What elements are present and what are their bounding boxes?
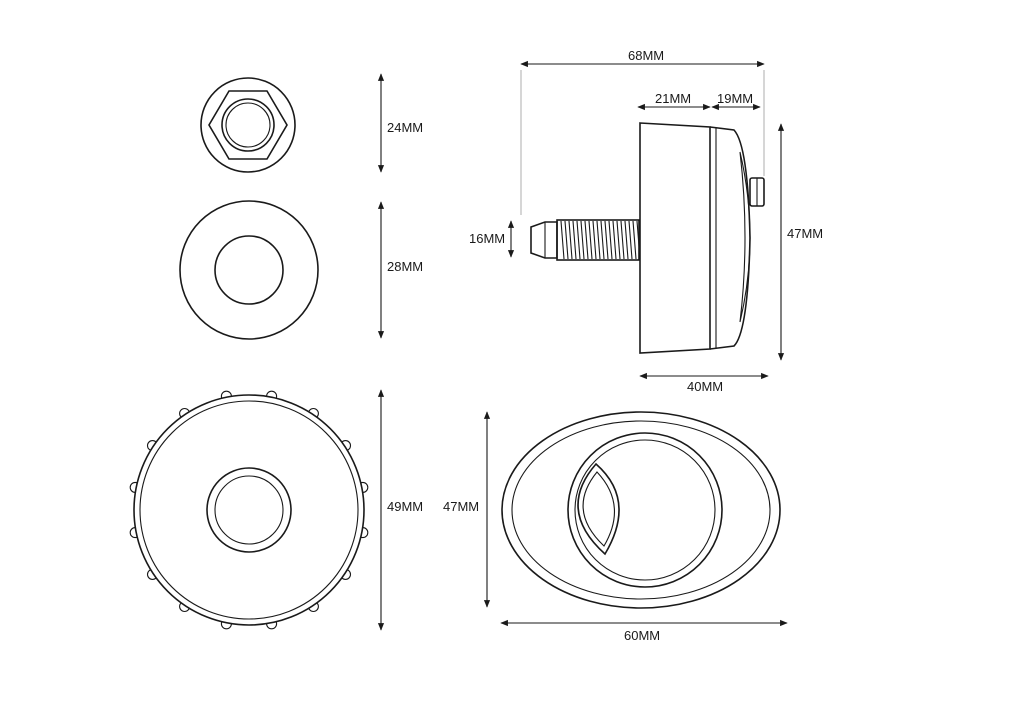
thread-line [588, 220, 593, 260]
thread-line [572, 220, 577, 260]
stem-threads [560, 220, 641, 260]
body-depth-label: 40MM [687, 379, 723, 394]
base-plate-view [129, 390, 369, 630]
overall-length-label: 68MM [628, 48, 664, 63]
base-diameter-label: 49MM [387, 499, 423, 514]
washer-height-label: 28MM [387, 259, 423, 274]
side-view [530, 122, 765, 354]
front-width-label: 60MM [624, 628, 660, 643]
cover-depth-label: 21MM [655, 91, 691, 106]
side-height-label: 47MM [787, 226, 823, 241]
nut-height-label: 24MM [387, 120, 423, 135]
thread-line [568, 220, 573, 260]
front-width-dimension: 60MM [500, 619, 788, 643]
thread-line [580, 220, 585, 260]
thread-diameter-dimension: 16MM [469, 220, 515, 258]
thread-line [620, 220, 625, 260]
front-height-dimension: 47MM [443, 411, 491, 608]
thread-line [584, 220, 589, 260]
thread-line [596, 220, 601, 260]
thread-line [592, 220, 597, 260]
thread-line [564, 220, 569, 260]
hex-nut-view [200, 77, 296, 173]
thread-line [628, 220, 633, 260]
front-view [501, 411, 781, 609]
thread-line [604, 220, 609, 260]
front-height-label: 47MM [443, 499, 479, 514]
thread-line [560, 220, 565, 260]
thread-diameter-label: 16MM [469, 231, 505, 246]
nut-height-dimension: 24MM [377, 73, 423, 173]
overall-length-dimension: 68MM [520, 48, 765, 215]
side-height-dimension: 47MM [777, 123, 823, 361]
base-diameter-dimension: 49MM [377, 389, 423, 631]
cover-depth-dimension: 21MM [637, 91, 711, 111]
thread-line [576, 220, 581, 260]
thread-line [632, 220, 637, 260]
thread-line [600, 220, 605, 260]
button-depth-dimension: 19MM [711, 91, 761, 111]
washer-height-dimension: 28MM [377, 201, 423, 339]
body-depth-dimension: 40MM [639, 372, 769, 394]
thread-line [624, 220, 629, 260]
thread-line [616, 220, 621, 260]
button-depth-label: 19MM [717, 91, 753, 106]
thread-line [608, 220, 613, 260]
thread-line [612, 220, 617, 260]
washer-view [179, 200, 319, 340]
